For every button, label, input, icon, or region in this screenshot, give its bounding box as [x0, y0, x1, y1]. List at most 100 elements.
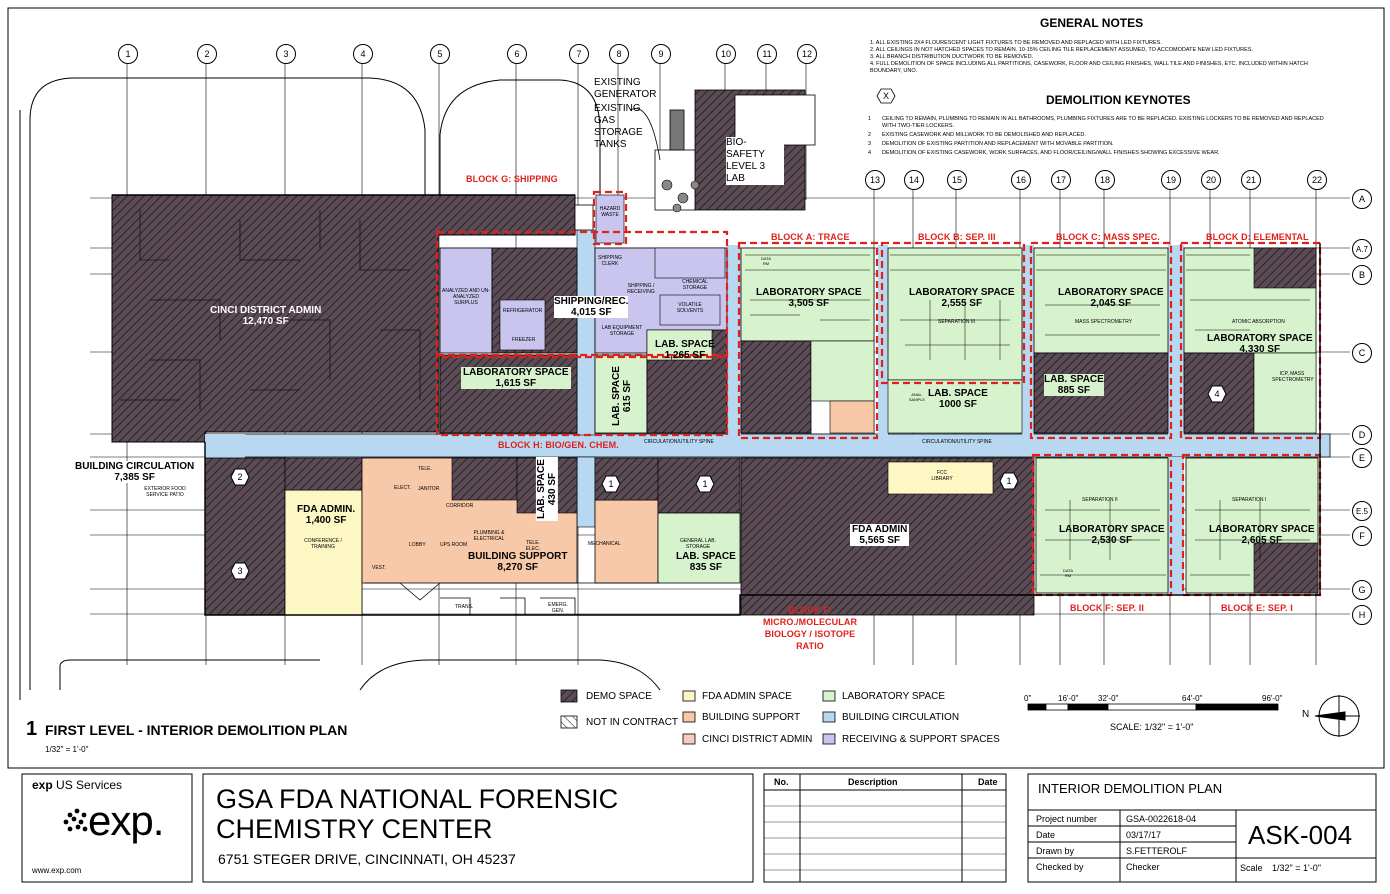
room-sf: 2,605 SF	[1241, 535, 1283, 546]
rev-header-description: Description	[848, 777, 898, 787]
circulation-vertical-5	[1022, 245, 1034, 435]
lab-b-green	[887, 247, 1023, 381]
grid-col-bubble: 2	[197, 44, 217, 64]
lab-615	[594, 354, 648, 434]
room-sf: 2,555 SF	[941, 298, 983, 309]
lab-a-green-2	[810, 340, 875, 402]
grid-col-bubble: 6	[507, 44, 527, 64]
room-name: LABORATORY SPACE	[756, 287, 862, 298]
keynote-text: DEMOLITION OF EXISTING PARTITION AND REP…	[882, 141, 1114, 147]
keynote-num: 1	[868, 116, 872, 122]
scale-tick: 0"	[1024, 694, 1032, 703]
keynote-num: 3	[868, 141, 872, 147]
scale-tick: 16'-0"	[1058, 694, 1079, 703]
lab-a-hatch-1	[740, 340, 812, 434]
room-sf: 885 SF	[1057, 385, 1091, 396]
room-sf: 8,270 SF	[497, 562, 539, 573]
general-note: 4. FULL DEMOLITION OF SPACE INCLUDING AL…	[870, 61, 1308, 67]
room-name: CINCI DISTRICT ADMIN	[210, 305, 322, 316]
small-label: TRANS.	[455, 604, 474, 610]
room-label: SHIPPING/REC.4,015 SF	[554, 296, 629, 318]
checked-label: Checked by	[1036, 862, 1084, 872]
lab-a-green	[740, 247, 875, 342]
grid-col-bubble: 21	[1241, 170, 1261, 190]
small-label: MASS SPECTROMETRY	[1075, 319, 1133, 325]
room-name: LAB. SPACE	[610, 366, 622, 426]
room-sf: 7,385 SF	[114, 472, 155, 483]
building-outline	[112, 194, 1321, 616]
scale-tick: 64'-0"	[1182, 694, 1203, 703]
room-sf: 4,015 SF	[570, 307, 612, 318]
block-b-label: BLOCK B: SEP. III	[918, 232, 996, 242]
keynote-marker: 1	[695, 475, 715, 493]
keynote-num	[868, 123, 874, 130]
legend-demo: DEMO SPACE	[586, 691, 652, 702]
company-website: www.exp.com	[32, 866, 82, 875]
grid-col-bubble: 3	[276, 44, 296, 64]
sheet-title: INTERIOR DEMOLITION PLAN	[1038, 781, 1223, 796]
circulation-bldg-left	[205, 434, 245, 458]
block-c-label: BLOCK C: MASS SPEC.	[1056, 232, 1160, 242]
receiving-analyzed	[439, 247, 493, 354]
keynote-marker-num: 1	[1006, 476, 1012, 486]
grid-row-bubble: C	[1352, 343, 1372, 363]
block-h-label: BLOCK H: BIO/GEN. CHEM.	[498, 440, 619, 450]
gas-tanks	[661, 179, 700, 213]
room-sf: 4,330 SF	[1239, 344, 1281, 355]
grid-row-bubble: H	[1352, 605, 1372, 625]
room-name: LAB. SPACE	[535, 459, 547, 519]
legend-fda: FDA ADMIN SPACE	[702, 691, 792, 702]
room-sf: 5,565 SF	[859, 535, 900, 546]
small-label: SEPARATION II	[1082, 497, 1118, 503]
grid-col-bubble: 18	[1095, 170, 1115, 190]
project-number: GSA-0022618-04	[1126, 814, 1197, 824]
date-label: Date	[1036, 830, 1056, 840]
small-label: ELECT.	[394, 485, 411, 491]
scale-bar	[1027, 703, 1279, 711]
block-g-label: BLOCK G: SHIPPING	[466, 174, 558, 184]
small-label: CORRIDOR	[446, 503, 474, 509]
scale-value: 1/32" = 1'-0"	[1272, 863, 1321, 873]
small-label: CHEMICAL STORAGE	[682, 279, 708, 291]
grid-col-bubble: 7	[569, 44, 589, 64]
drawn-value: S.FETTEROLF	[1126, 846, 1188, 856]
small-label: ANALYZED AND UN-ANALYZED SURPLUS	[442, 288, 490, 306]
small-label: LAB EQUIPMENT STORAGE	[601, 325, 643, 337]
receiving-refrig	[499, 299, 546, 351]
keynote-text: WITH TWO-TIER LOCKERS.	[882, 123, 955, 129]
keynote-marker-num: 4	[1214, 389, 1220, 399]
legend-cinci: CINCI DISTRICT ADMIN	[702, 734, 813, 745]
room-sf: 12,470 SF	[242, 316, 289, 327]
keynote-marker: 4	[1207, 385, 1227, 403]
hazard-waste	[595, 194, 625, 244]
grid-col-bubble: 16	[1011, 170, 1031, 190]
room-sf: 835 SF	[689, 562, 723, 573]
project-line-1: GSA FDA NATIONAL FORENSIC	[216, 784, 619, 814]
block-a-label: BLOCK A: TRACE	[771, 232, 850, 242]
sheet-border	[7, 7, 1385, 769]
circulation-vertical-3	[727, 245, 741, 435]
scale-label: Scale	[1240, 863, 1263, 873]
exp-logo: exp.	[88, 797, 164, 844]
general-notes-list: 1. ALL EXISTING 2X4 FLOURESCENT LIGHT FI…	[870, 40, 1350, 75]
legend-swatches	[560, 689, 836, 745]
keynote-marker-num: 3	[237, 566, 243, 576]
keynote-num: 4	[868, 150, 872, 156]
room-sf: 3,505 SF	[788, 298, 830, 309]
